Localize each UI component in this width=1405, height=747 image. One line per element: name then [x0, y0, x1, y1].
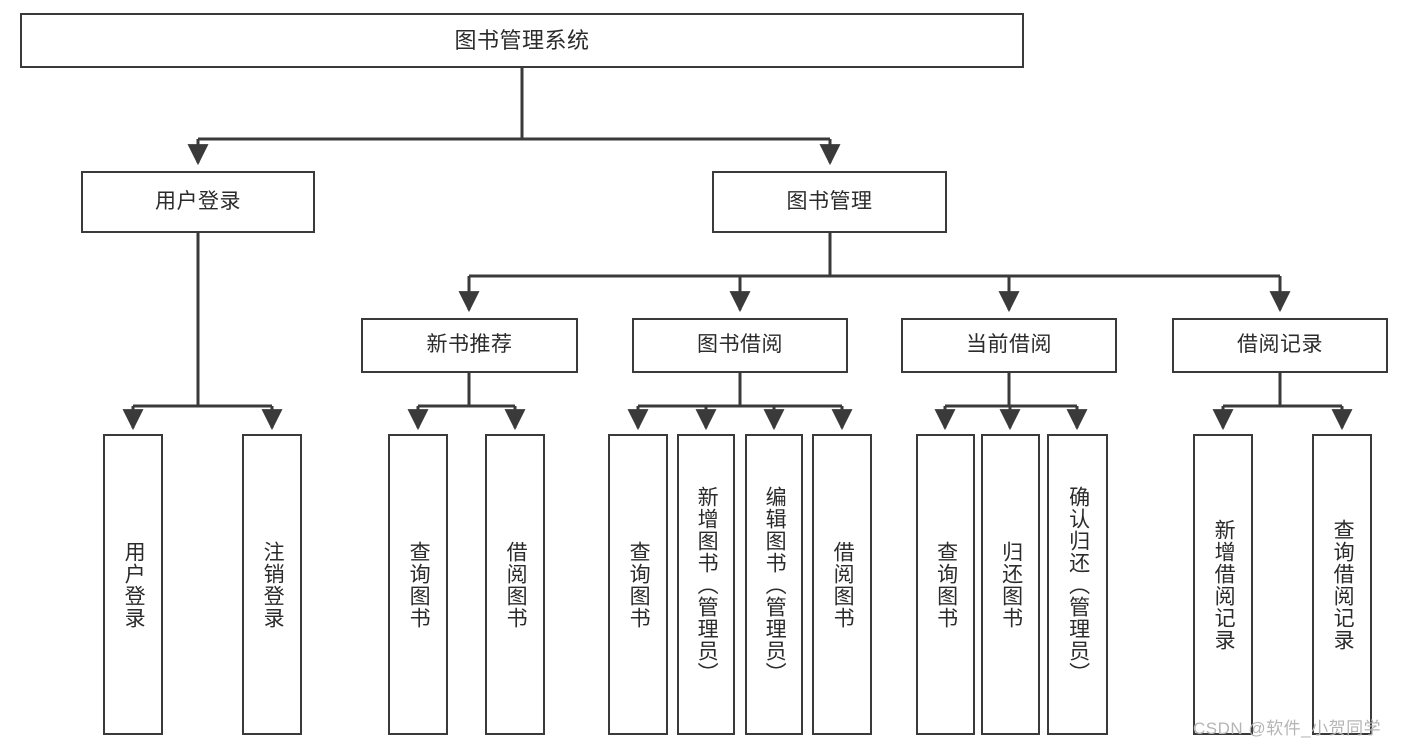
- node-leaf-query-book-1-label: 查询图书: [407, 540, 431, 629]
- node-leaf-query-book-2[interactable]: 查询图书: [608, 434, 668, 735]
- node-leaf-confirm-return[interactable]: 确认归还（管理员）: [1047, 434, 1108, 735]
- node-leaf-confirm-return-label: 确认归还（管理员）: [1066, 485, 1090, 684]
- node-leaf-borrow-book-1[interactable]: 借阅图书: [485, 434, 545, 735]
- node-leaf-borrow-book-2[interactable]: 借阅图书: [812, 434, 872, 735]
- node-borrow-record[interactable]: 借阅记录: [1172, 318, 1388, 373]
- node-leaf-user-login-label: 用户登录: [122, 540, 146, 629]
- node-leaf-query-book-2-label: 查询图书: [627, 540, 651, 629]
- node-leaf-add-record[interactable]: 新增借阅记录: [1193, 434, 1253, 735]
- node-leaf-borrow-book-1-label: 借阅图书: [504, 540, 528, 629]
- node-current-borrow[interactable]: 当前借阅: [901, 318, 1117, 373]
- node-leaf-edit-book-admin[interactable]: 编辑图书（管理员）: [745, 434, 803, 735]
- node-leaf-query-book-1[interactable]: 查询图书: [388, 434, 448, 735]
- node-root[interactable]: 图书管理系统: [20, 13, 1024, 68]
- node-leaf-return-book[interactable]: 归还图书: [981, 434, 1040, 735]
- node-leaf-user-logout[interactable]: 注销登录: [242, 434, 302, 735]
- node-new-book-recommend[interactable]: 新书推荐: [361, 318, 578, 373]
- node-leaf-borrow-book-2-label: 借阅图书: [831, 540, 855, 629]
- node-leaf-query-record-label: 查询借阅记录: [1331, 518, 1355, 651]
- node-leaf-user-login[interactable]: 用户登录: [103, 434, 163, 735]
- node-leaf-add-record-label: 新增借阅记录: [1212, 518, 1236, 651]
- node-user-login[interactable]: 用户登录: [81, 171, 315, 233]
- node-leaf-query-record[interactable]: 查询借阅记录: [1312, 434, 1372, 735]
- node-book-manage[interactable]: 图书管理: [712, 171, 947, 233]
- node-leaf-add-book-admin-label: 新增图书（管理员）: [695, 485, 719, 684]
- node-leaf-query-book-3[interactable]: 查询图书: [916, 434, 975, 735]
- node-leaf-user-logout-label: 注销登录: [261, 540, 285, 629]
- node-root-label: 图书管理系统: [454, 27, 590, 53]
- node-leaf-query-book-3-label: 查询图书: [934, 540, 958, 629]
- node-leaf-edit-book-admin-label: 编辑图书（管理员）: [763, 485, 787, 684]
- node-book-manage-label: 图书管理: [786, 189, 873, 213]
- node-borrow-record-label: 借阅记录: [1237, 333, 1323, 357]
- node-leaf-add-book-admin[interactable]: 新增图书（管理员）: [677, 434, 735, 735]
- node-current-borrow-label: 当前借阅: [966, 333, 1052, 357]
- node-leaf-return-book-label: 归还图书: [999, 540, 1023, 629]
- node-book-borrow[interactable]: 图书借阅: [632, 318, 848, 373]
- node-book-borrow-label: 图书借阅: [697, 333, 783, 357]
- node-user-login-label: 用户登录: [155, 189, 241, 213]
- node-new-book-recommend-label: 新书推荐: [426, 333, 513, 357]
